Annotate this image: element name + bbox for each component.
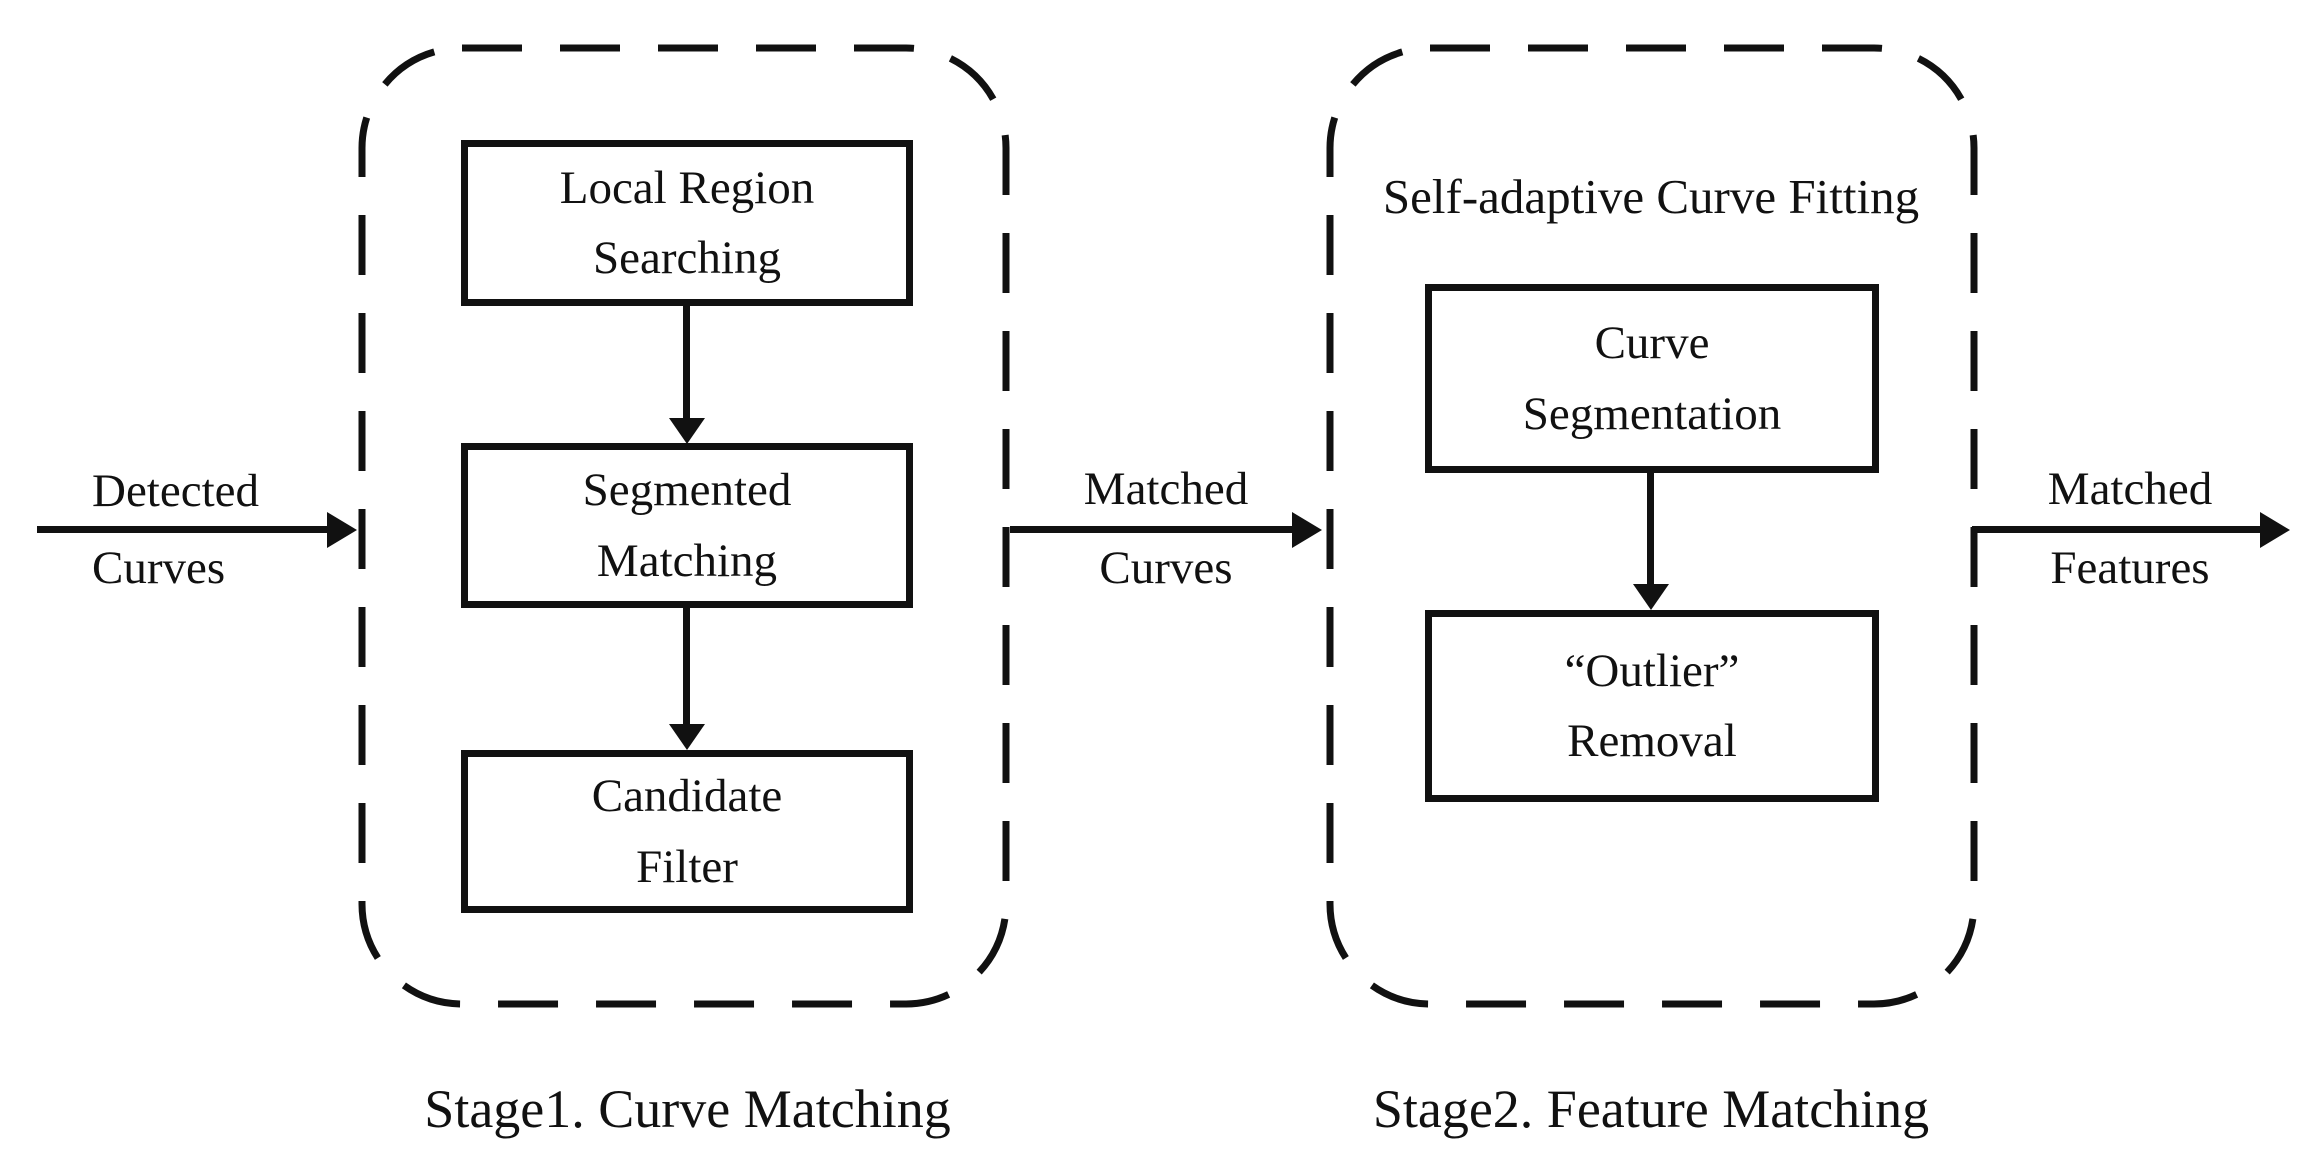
down-arrowhead-icon xyxy=(669,724,705,750)
stage2-dashed-boundary xyxy=(1326,44,1978,1008)
output-label-line1: Matched xyxy=(2047,463,2213,515)
process-box-label: Candidate xyxy=(591,770,783,822)
output-arrow xyxy=(1972,512,2290,548)
process-box-label: Segmented xyxy=(582,464,792,516)
stage1-connector-arrow-1 xyxy=(669,306,705,444)
stage1-connector-arrow-2 xyxy=(669,608,705,750)
connector-shaft xyxy=(683,608,690,728)
middle-arrow-shaft xyxy=(1010,526,1296,533)
connector-shaft xyxy=(683,306,690,422)
input-arrow-shaft xyxy=(37,526,331,533)
connector-shaft xyxy=(1647,473,1654,588)
output-arrowhead-icon xyxy=(2260,512,2290,548)
process-box-label: Local Region xyxy=(559,161,815,214)
input-arrow xyxy=(37,512,357,548)
stage1-to-stage2-arrow xyxy=(1010,512,1322,548)
process-box-label: Removal xyxy=(1567,715,1737,767)
stage2-title: Self-adaptive Curve Fitting xyxy=(1382,169,1920,224)
process-box-label: Searching xyxy=(593,232,781,284)
stage2-caption: Stage2. Feature Matching xyxy=(1372,1079,1930,1139)
middle-label-line2: Curves xyxy=(1099,542,1233,594)
process-box-label: Filter xyxy=(636,840,738,893)
process-box-label: Segmentation xyxy=(1522,387,1782,440)
input-label-line2: Curves xyxy=(92,542,226,594)
output-label-line2: Features xyxy=(2050,542,2210,594)
middle-label-line1: Matched xyxy=(1083,463,1249,515)
process-box-segmented-matching: Segmented Matching xyxy=(461,443,913,608)
process-box-curve-segmentation: Curve Segmentation xyxy=(1425,284,1879,473)
input-arrowhead-icon xyxy=(327,512,357,548)
down-arrowhead-icon xyxy=(669,418,705,444)
stage1-caption: Stage1. Curve Matching xyxy=(424,1079,951,1139)
stage1-dashed-boundary xyxy=(358,44,1010,1008)
process-box-label: “Outlier” xyxy=(1564,644,1740,697)
stage2-connector-arrow xyxy=(1633,473,1669,610)
down-arrowhead-icon xyxy=(1633,584,1669,610)
process-box-label: Curve xyxy=(1594,317,1710,369)
process-box-local-region-searching: Local Region Searching xyxy=(461,140,913,306)
process-box-candidate-filter: Candidate Filter xyxy=(461,750,913,913)
middle-arrowhead-icon xyxy=(1292,512,1322,548)
output-arrow-shaft xyxy=(1972,526,2264,533)
process-box-outlier-removal: “Outlier” Removal xyxy=(1425,610,1879,802)
process-box-label: Matching xyxy=(596,534,778,587)
input-label-line1: Detected xyxy=(92,465,260,517)
